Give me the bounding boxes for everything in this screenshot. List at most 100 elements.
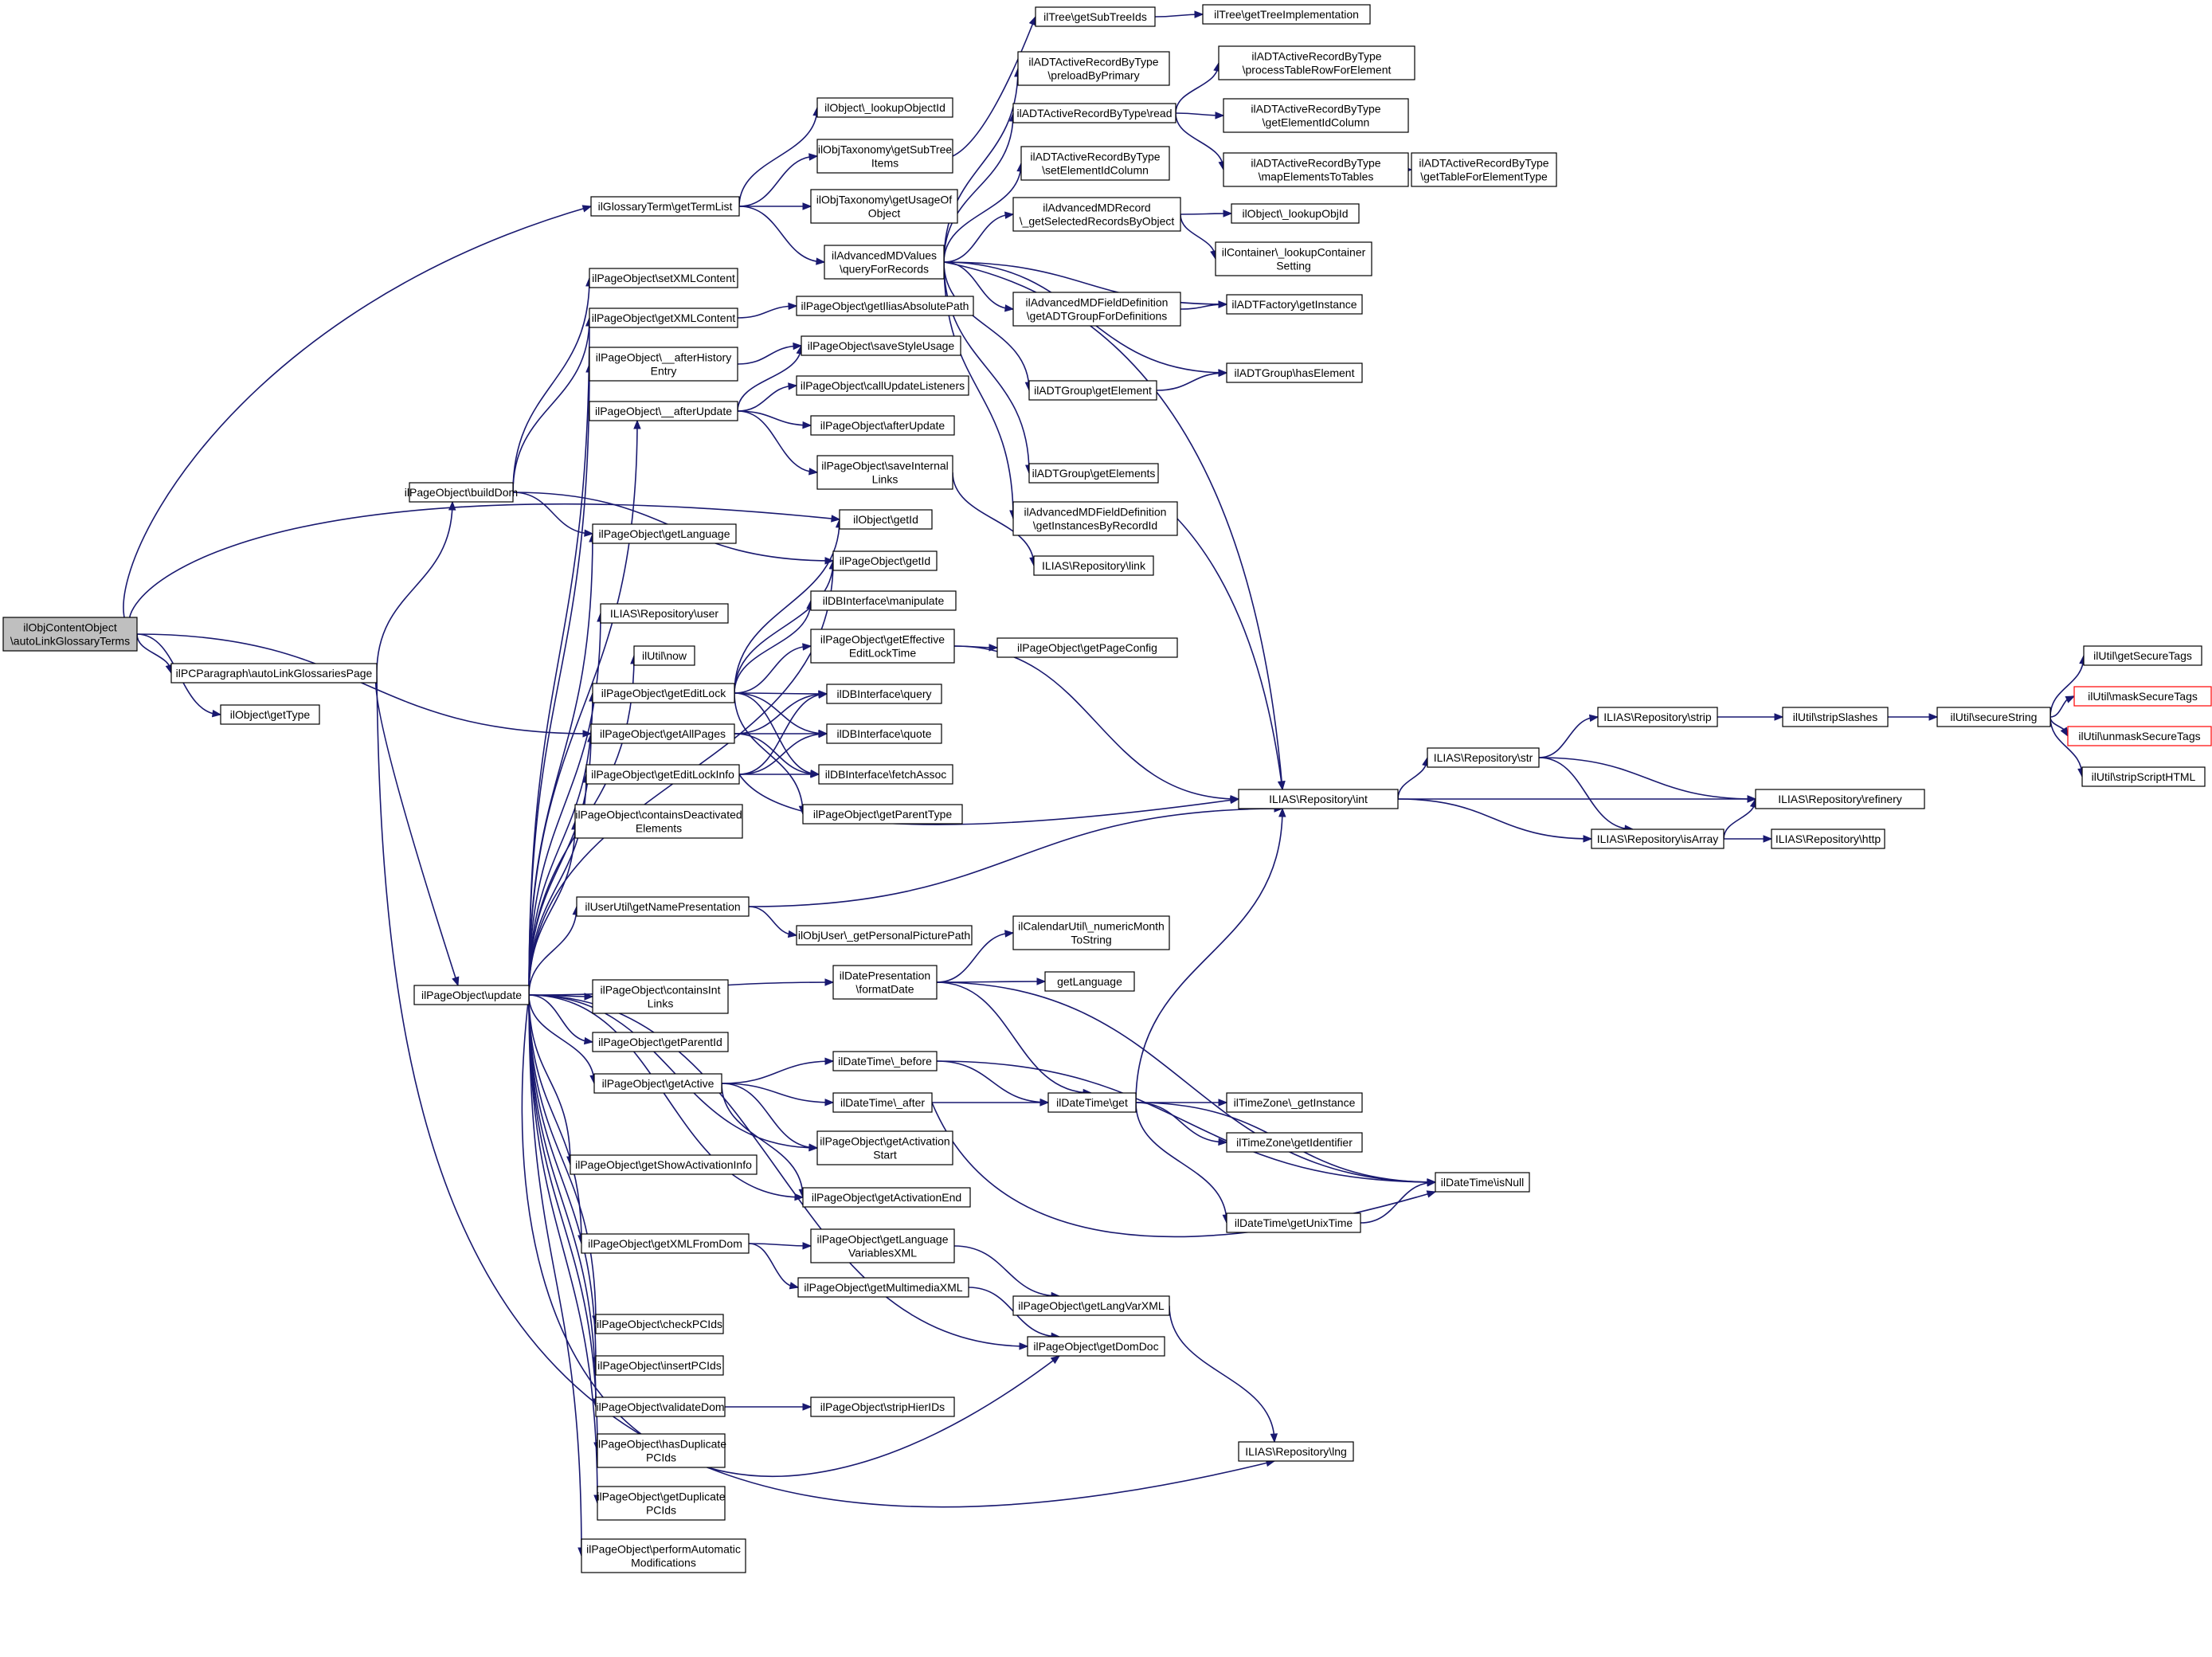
function-node-n63[interactable]: ilPageObject\getActive	[593, 1073, 722, 1094]
function-node-n64[interactable]: ilDateTime\_after	[832, 1092, 933, 1113]
function-node-n88[interactable]: ilUtil\secureString	[1936, 707, 2051, 727]
function-node-n94[interactable]: ilUtil\maskSecureTags	[2073, 686, 2212, 707]
function-node-n49[interactable]: ilPageObject\getAllPages	[590, 723, 735, 744]
function-node-n5[interactable]: ilPageObject\update	[413, 985, 530, 1005]
function-node-n18[interactable]: ilADTActiveRecordByType\setElementIdColu…	[1020, 146, 1170, 181]
function-node-n73[interactable]: ilPageObject\getXMLFromDom	[581, 1233, 750, 1254]
function-node-n14[interactable]: ilADTActiveRecordByType\processTableRowF…	[1218, 45, 1415, 80]
function-node-n1[interactable]: ilPCParagraph\autoLinkGlossariesPage	[170, 663, 378, 684]
function-node-n53[interactable]: ilPageObject\getParentType	[802, 804, 963, 825]
function-node-n22[interactable]: ilAdvancedMDFieldDefinition\getADTGroupF…	[1012, 292, 1181, 327]
function-node-n51[interactable]: ilPageObject\getEditLockInfo	[585, 764, 740, 785]
function-node-n41[interactable]: ilPageObject\getId	[832, 550, 938, 571]
function-node-n70[interactable]: ilDateTime\isNull	[1435, 1172, 1530, 1193]
function-node-n46[interactable]: ilPageObject\getPageConfig	[996, 637, 1178, 658]
function-node-n13[interactable]: ilADTActiveRecordByType\read	[1012, 103, 1176, 123]
function-node-n52[interactable]: ilDBInterface\fetchAssoc	[818, 764, 953, 785]
function-node-n33[interactable]: ilPageObject\saveStyleUsage	[801, 335, 961, 356]
function-node-n48[interactable]: ilDBInterface\query	[826, 684, 942, 704]
function-node-n36[interactable]: ilPageObject\afterUpdate	[810, 415, 955, 436]
function-node-n59[interactable]: getLanguage	[1044, 971, 1135, 992]
function-node-n20[interactable]: ilObject\_lookupObjId	[1231, 203, 1360, 224]
function-node-n40[interactable]: ilPageObject\getLanguage	[592, 523, 737, 544]
function-node-n61[interactable]: ilPageObject\getParentId	[592, 1032, 729, 1052]
function-node-n15[interactable]: ilADTActiveRecordByType\getElementIdColu…	[1223, 98, 1409, 133]
function-node-n44[interactable]: ilDBInterface\manipulate	[810, 590, 957, 611]
function-node-n78[interactable]: ilPageObject\getDomDoc	[1027, 1336, 1165, 1357]
edge-line	[528, 994, 582, 1244]
function-node-n6[interactable]: ilObject\_lookupObjectId	[816, 97, 953, 118]
function-node-n66[interactable]: ilTimeZone\_getInstance	[1226, 1092, 1363, 1113]
function-node-n81[interactable]: ilPageObject\stripHierIDs	[810, 1397, 955, 1417]
function-node-n80[interactable]: ilPageObject\validateDom	[595, 1397, 726, 1417]
function-node-n50[interactable]: ilDBInterface\quote	[826, 723, 942, 744]
function-node-n28[interactable]: ILIAS\Repository\int	[1238, 789, 1399, 809]
function-node-n9[interactable]: ilAdvancedMDValues\queryForRecords	[824, 245, 945, 280]
function-node-n90[interactable]: ILIAS\Repository\refinery	[1755, 789, 1925, 809]
function-node-n83[interactable]: ILIAS\Repository\lng	[1238, 1441, 1354, 1462]
function-node-n16[interactable]: ilADTActiveRecordByType\mapElementsToTab…	[1223, 152, 1409, 187]
function-node-n31[interactable]: ilPageObject\getIliasAbsolutePath	[796, 296, 974, 316]
function-node-n68[interactable]: ilTimeZone\getIdentifier	[1226, 1132, 1363, 1153]
function-node-n65[interactable]: ilDateTime\get	[1047, 1092, 1137, 1113]
function-node-n29[interactable]: ilPageObject\setXMLContent	[589, 268, 738, 288]
function-node-n95[interactable]: ilUtil\unmaskSecureTags	[2067, 726, 2212, 746]
function-node-n69[interactable]: ilPageObject\getShowActivationInfo	[570, 1154, 758, 1175]
function-node-n3[interactable]: ilGlossaryTerm\getTermList	[590, 196, 740, 217]
function-node-n96[interactable]: ilUtil\stripScriptHTML	[2081, 766, 2206, 787]
function-node-n23[interactable]: ilADTFactory\getInstance	[1226, 294, 1363, 315]
function-node-n58[interactable]: ilDatePresentation\formatDate	[832, 965, 938, 1000]
function-node-n24[interactable]: ilADTGroup\getElement	[1028, 380, 1157, 401]
function-node-n17[interactable]: ilADTActiveRecordByType\getTableForEleme…	[1411, 152, 1557, 187]
function-node-n93[interactable]: ilUtil\getSecureTags	[2083, 645, 2202, 666]
function-node-n89[interactable]: ILIAS\Repository\str	[1427, 747, 1540, 768]
function-node-n76[interactable]: ilPageObject\getLangVarXML	[1012, 1295, 1170, 1316]
function-node-n62[interactable]: ilDateTime\_before	[832, 1051, 938, 1071]
function-node-n47[interactable]: ilPageObject\getEditLock	[592, 683, 735, 703]
function-node-n26[interactable]: ilADTGroup\getElements	[1028, 463, 1159, 484]
edge-line	[721, 1083, 834, 1103]
function-node-n19[interactable]: ilAdvancedMDRecord\_getSelectedRecordsBy…	[1012, 197, 1181, 232]
function-node-n75[interactable]: ilPageObject\getMultimediaXML	[797, 1277, 969, 1298]
function-node-n10[interactable]: ilTree\getSubTreeIds	[1035, 6, 1156, 27]
function-node-n92[interactable]: ILIAS\Repository\http	[1771, 828, 1885, 849]
function-node-n77[interactable]: ilPageObject\checkPCIds	[595, 1314, 724, 1334]
function-node-n71[interactable]: ilPageObject\getActivationEnd	[802, 1187, 971, 1208]
function-node-n0[interactable]: ilObjContentObject\autoLinkGlossaryTerms	[2, 617, 138, 652]
function-node-n55[interactable]: ilUserUtil\getNamePresentation	[576, 896, 750, 917]
function-node-n2[interactable]: ilObject\getType	[220, 704, 320, 725]
function-node-n34[interactable]: ilPageObject\__afterUpdate	[589, 401, 738, 421]
function-node-n91[interactable]: ILIAS\Repository\isArray	[1591, 828, 1725, 849]
function-node-n25[interactable]: ilADTGroup\hasElement	[1226, 362, 1363, 383]
function-node-n87[interactable]: ilUtil\stripSlashes	[1782, 707, 1889, 727]
function-node-n12[interactable]: ilADTActiveRecordByType\preloadByPrimary	[1017, 51, 1170, 86]
function-node-n42[interactable]: ILIAS\Repository\user	[600, 603, 729, 624]
function-node-n11[interactable]: ilTree\getTreeImplementation	[1202, 4, 1371, 25]
function-node-n35[interactable]: ilPageObject\callUpdateListeners	[796, 375, 969, 396]
function-node-n27[interactable]: ilAdvancedMDFieldDefinition\getInstances…	[1012, 501, 1178, 536]
function-node-n39[interactable]: ilObject\getId	[839, 509, 933, 530]
function-node-n4[interactable]: ilPageObject\buildDom	[405, 482, 518, 503]
function-node-n43[interactable]: ilUtil\now	[633, 645, 695, 666]
function-node-n85[interactable]: ilPageObject\performAutomaticModificatio…	[581, 1538, 746, 1573]
function-node-n38[interactable]: ILIAS\Repository\link	[1033, 555, 1154, 576]
function-node-n86[interactable]: ILIAS\Repository\strip	[1597, 707, 1718, 727]
function-node-n30[interactable]: ilPageObject\getXMLContent	[589, 308, 738, 328]
function-node-n72[interactable]: ilDateTime\getUnixTime	[1226, 1212, 1361, 1233]
function-node-n79[interactable]: ilPageObject\insertPCIds	[595, 1355, 724, 1376]
function-node-n56[interactable]: ilObjUser\_getPersonalPicturePath	[796, 925, 973, 946]
node-label-line: Entry	[651, 365, 677, 378]
